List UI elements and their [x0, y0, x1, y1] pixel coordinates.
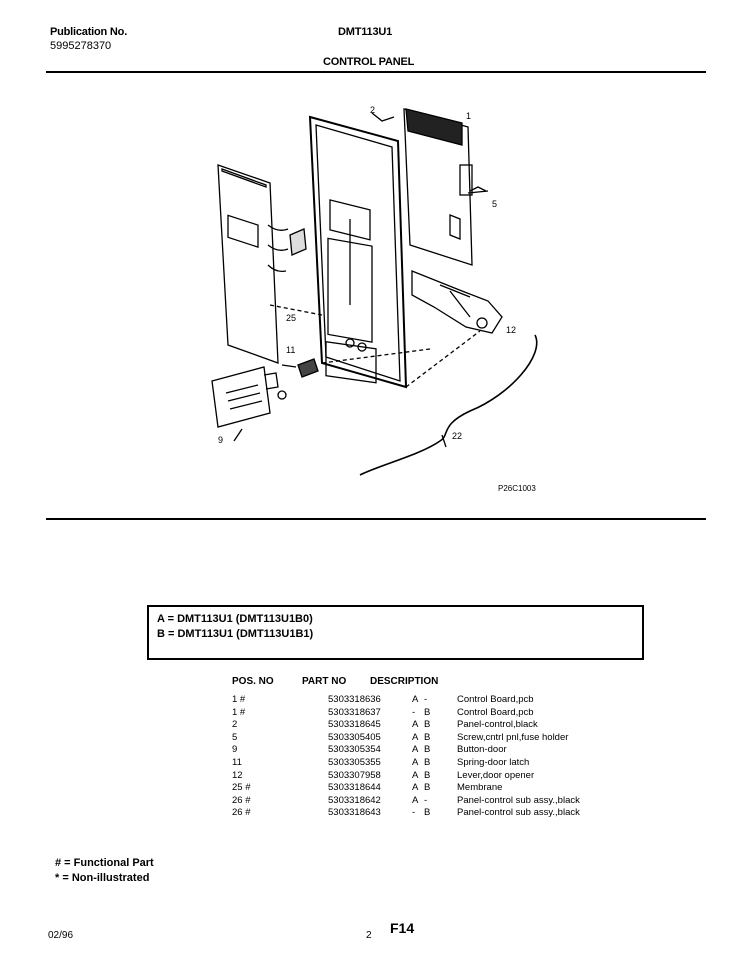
- publication-label: Publication No.: [50, 26, 128, 38]
- wire-part: [359, 334, 538, 476]
- part-number-cell: 5303307958: [328, 769, 381, 781]
- col-header-pos: POS. NO: [232, 676, 274, 687]
- pos-cell: 2: [232, 719, 238, 731]
- spring-part: [281, 358, 319, 378]
- callout-11: 11: [286, 345, 295, 355]
- model-b-cell: B: [424, 769, 431, 781]
- pos-cell: 1 #: [232, 694, 246, 705]
- model-b-cell: B: [424, 744, 431, 756]
- callout-9: 9: [218, 435, 223, 445]
- callout-1: 1: [466, 111, 471, 121]
- model-a-cell: A: [412, 769, 419, 781]
- footer-page-code: F14: [390, 920, 415, 936]
- model-b-cell: B: [424, 757, 431, 768]
- door-button-part: [211, 366, 287, 442]
- part-number-cell: 5303305355: [328, 757, 381, 768]
- figure-code: P26C1003: [498, 484, 536, 493]
- pos-cell: 12: [232, 769, 243, 781]
- description-cell: Membrane: [457, 782, 503, 794]
- model-number: DMT113U1: [338, 26, 393, 38]
- pos-cell: 26 #: [232, 807, 251, 819]
- model-b-cell: B: [424, 807, 431, 819]
- pos-cell: 1 #: [232, 706, 246, 718]
- control-board-part: [403, 108, 489, 266]
- pos-cell: 11: [232, 757, 242, 768]
- functional-note: # = Functional Part: [55, 857, 154, 869]
- callout-25: 25: [286, 313, 296, 323]
- model-a-cell: A: [412, 694, 419, 705]
- table-row: 1 # 5303318637 -B Control Board,pcb: [0, 707, 750, 720]
- pos-cell: 5: [232, 731, 238, 743]
- section-title: CONTROL PANEL: [323, 56, 415, 68]
- exploded-diagram: 2 1 5 25 12 11 9 22: [211, 105, 538, 476]
- description-cell: Spring-door latch: [457, 757, 530, 768]
- panel-frame-part: [308, 112, 408, 389]
- callout-22: 22: [452, 431, 462, 441]
- membrane-part: [217, 164, 307, 364]
- part-number-cell: 5303318643: [328, 807, 381, 819]
- part-number-cell: 5303318645: [328, 719, 381, 731]
- part-number-cell: 5303318644: [328, 782, 381, 794]
- pos-cell: 26 #: [232, 794, 251, 806]
- col-header-desc: DESCRIPTION: [370, 676, 439, 687]
- table-row: 1 # 5303318636 A- Control Board,pcb: [0, 694, 750, 707]
- part-number-cell: 5303318642: [328, 794, 381, 806]
- part-number-cell: 5303305354: [328, 744, 381, 756]
- part-number-cell: 5303318636: [328, 694, 381, 705]
- model-a-cell: A: [412, 782, 419, 794]
- model-legend-box: A = DMT113U1 (DMT113U1B0) B = DMT113U1 (…: [147, 605, 644, 660]
- description-cell: Control Board,pcb: [457, 706, 534, 718]
- description-cell: Screw,cntrl pnl,fuse holder: [457, 731, 569, 743]
- model-b-cell: -: [424, 794, 428, 806]
- part-number-cell: 5303318637: [328, 706, 381, 718]
- non-illustrated-note: * = Non-illustrated: [55, 872, 150, 884]
- model-a-line: A = DMT113U1 (DMT113U1B0): [157, 613, 313, 625]
- part-number-cell: 5303305405: [328, 731, 381, 743]
- description-cell: Button-door: [457, 744, 507, 756]
- description-cell: Lever,door opener: [457, 769, 535, 781]
- publication-number: 5995278370: [50, 40, 112, 52]
- model-a-cell: -: [412, 807, 416, 819]
- description-cell: Panel-control,black: [457, 719, 538, 731]
- model-b-cell: B: [424, 706, 431, 718]
- diagram-rule: [46, 518, 706, 520]
- callout-2: 2: [370, 105, 375, 115]
- pos-cell: 25 #: [232, 782, 251, 794]
- door-lever-part: [411, 270, 503, 334]
- model-b-line: B = DMT113U1 (DMT113U1B1): [157, 628, 314, 640]
- table-row: 26 # 5303318643 -B Panel-control sub assy.,…: [0, 807, 750, 820]
- pos-cell: 9: [232, 744, 238, 756]
- model-a-cell: A: [412, 731, 419, 743]
- model-a-cell: A: [412, 794, 419, 806]
- model-b-cell: B: [424, 731, 431, 743]
- model-b-cell: B: [424, 782, 431, 794]
- description-cell: Control Board,pcb: [457, 694, 534, 705]
- footer-page-number: 2: [366, 930, 372, 941]
- col-header-part: PART NO: [302, 676, 347, 687]
- model-a-cell: A: [412, 757, 419, 768]
- description-cell: Panel-control sub assy.,black: [457, 807, 580, 819]
- model-b-cell: B: [424, 719, 431, 731]
- callout-5: 5: [492, 199, 497, 209]
- model-a-cell: A: [412, 719, 419, 731]
- model-a-cell: -: [412, 706, 416, 718]
- description-cell: Panel-control sub assy.,black: [457, 794, 580, 806]
- model-a-cell: A: [412, 744, 419, 756]
- footer-date: 02/96: [48, 930, 74, 941]
- model-b-cell: -: [424, 694, 428, 705]
- table-row: 26 # 5303318642 A- Panel-control sub assy.,…: [0, 795, 750, 808]
- callout-12: 12: [506, 325, 516, 335]
- header-rule: [46, 71, 706, 73]
